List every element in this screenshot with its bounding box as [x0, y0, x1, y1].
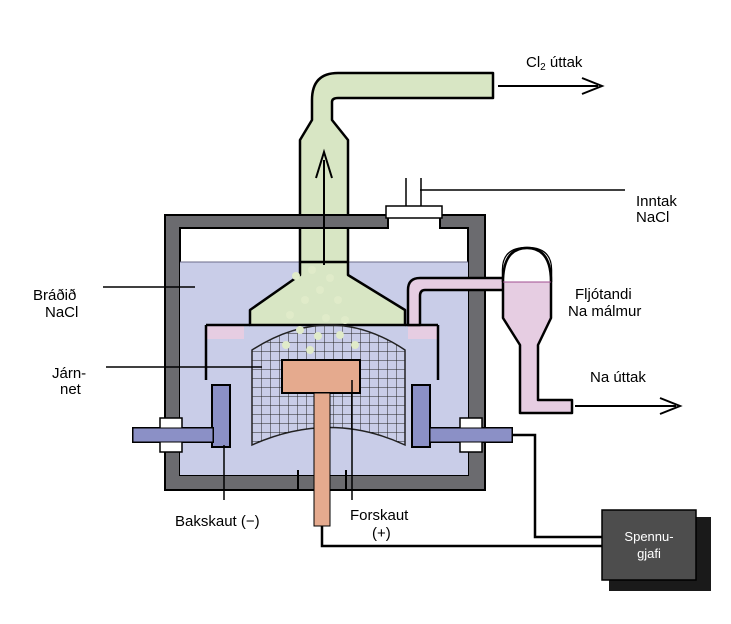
power-supply: Spennu- gjafi: [601, 509, 711, 591]
cathode-right: [411, 384, 513, 453]
inlet-label-2: NaCl: [636, 209, 669, 226]
liquid-sodium-label-1: Fljótandi: [575, 286, 632, 303]
iron-mesh-label-1: Járn-: [52, 365, 86, 382]
anode-label-2: (+): [372, 525, 391, 542]
molten-salt-label-2: NaCl: [45, 304, 78, 321]
cl2-outlet-arrow: [498, 77, 605, 95]
cathode-label: Bakskaut (−): [175, 513, 260, 530]
na-outlet-label: Na úttak: [590, 369, 646, 386]
leader-lines: [103, 189, 625, 500]
liquid-sodium-label-2: Na málmur: [568, 303, 641, 320]
sodium-collector: [204, 323, 440, 380]
power-supply-label-1: Spennu-: [624, 529, 673, 544]
inlet-label-1: Inntak: [636, 193, 677, 210]
iron-mesh-label-2: net: [60, 381, 82, 398]
sodium-outlet-pipe: [406, 246, 574, 415]
cathode-left: [132, 384, 231, 453]
power-wiring: [320, 433, 602, 548]
chlorine-bubbles: [282, 266, 359, 354]
anode-label-1: Forskaut: [350, 507, 409, 524]
power-supply-label-2: gjafi: [637, 546, 661, 561]
na-outlet-arrow: [575, 397, 683, 415]
gas-flow-arrow: [315, 148, 333, 265]
molten-salt-label-1: Bráðið: [33, 287, 76, 304]
cl2-outlet-label: Cl2 úttak: [526, 54, 583, 73]
anode: [281, 359, 361, 527]
